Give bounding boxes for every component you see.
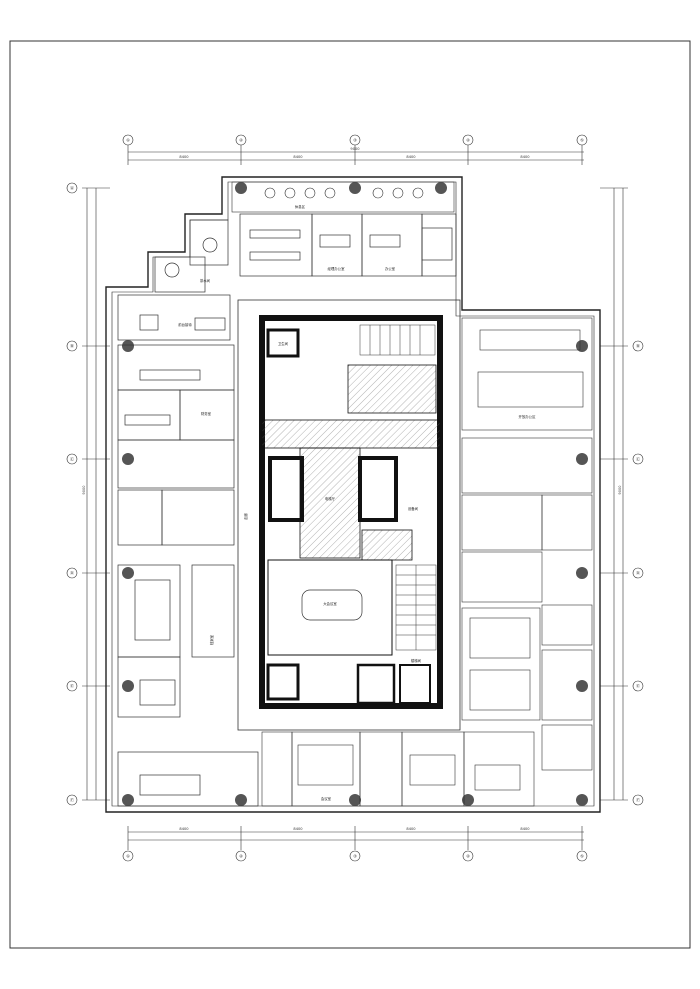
label-open-office: 开放办公区 (519, 414, 537, 419)
corridor-ring (237, 299, 461, 731)
label-archive: 档案室 (209, 634, 214, 645)
dim-top-seg-4: 8400 (520, 155, 530, 159)
left-dimensions (82, 187, 110, 801)
label-manager-office: 经理办公室 (328, 266, 346, 271)
right-axis-bubbles (632, 340, 644, 806)
label-equipment: 设备间 (408, 506, 419, 511)
sheet-border (9, 40, 691, 949)
label-elevator-hall: 电梯厅 (325, 496, 336, 501)
structural-columns (122, 182, 588, 806)
axis-right-6: Ⓕ (636, 797, 640, 803)
left-top-rooms (117, 219, 231, 341)
top-dimensions (127, 144, 584, 165)
label-lounge: 休息区 (295, 204, 306, 209)
dim-top-seg-3: 8400 (406, 155, 416, 159)
axis-bottom-5: ⑤ (580, 854, 584, 859)
axis-left-4: Ⓓ (70, 570, 74, 576)
left-axis-bubbles (66, 182, 78, 806)
dim-top-seg-2: 8400 (293, 155, 303, 159)
dim-bottom-seg-3: 8400 (406, 827, 416, 831)
label-reception: 前台接待 (178, 322, 192, 327)
dim-top-total: 9000 (350, 147, 360, 151)
label-meeting: 会议室 (321, 796, 332, 801)
axis-right-5: Ⓔ (636, 683, 640, 689)
dim-bottom-seg-2: 8400 (293, 827, 303, 831)
axis-bottom-2: ② (239, 854, 243, 859)
dim-bottom-seg-1: 8400 (179, 827, 189, 831)
axis-left-2: Ⓑ (70, 343, 74, 349)
left-offices (117, 344, 259, 807)
axis-bottom-3: ③ (353, 854, 357, 859)
bottom-axis-bubbles (122, 850, 588, 862)
axis-left-1: Ⓐ (70, 185, 74, 191)
axis-left-5: Ⓔ (70, 683, 74, 689)
right-dimensions (600, 187, 628, 801)
axis-top-3: ③ (353, 138, 357, 143)
top-offices (239, 213, 457, 277)
axis-bottom-1: ① (126, 854, 130, 859)
top-lounge (231, 181, 455, 213)
label-large-meeting: 大会议室 (323, 601, 337, 606)
label-corridor: 走廊 (243, 513, 248, 520)
dim-bottom-seg-4: 8400 (520, 827, 530, 831)
top-axis-bubbles (122, 134, 588, 146)
axis-right-4: Ⓓ (636, 570, 640, 576)
dim-left-total: 9000 (82, 485, 86, 495)
axis-left-3: Ⓒ (70, 456, 74, 462)
building-core (259, 315, 443, 709)
axis-top-1: ① (126, 138, 130, 143)
right-open-office (461, 317, 593, 771)
axis-top-5: ⑤ (580, 138, 584, 143)
axis-bottom-4: ④ (466, 854, 470, 859)
axis-right-2: Ⓑ (636, 343, 640, 349)
dim-right-total: 9000 (618, 485, 622, 495)
label-stair: 楼梯间 (411, 658, 422, 663)
axis-top-4: ④ (466, 138, 470, 143)
label-office-a: 办公室 (385, 266, 396, 271)
axis-top-2: ② (239, 138, 243, 143)
label-finance: 财务室 (201, 411, 212, 416)
axis-right-3: Ⓒ (636, 456, 640, 462)
bottom-dimensions (127, 826, 584, 850)
dim-top-seg-1: 8400 (179, 155, 189, 159)
bottom-offices (261, 731, 535, 807)
label-pantry: 茶水间 (200, 278, 211, 283)
axis-left-6: Ⓕ (70, 797, 74, 803)
label-restroom: 卫生间 (278, 341, 289, 346)
